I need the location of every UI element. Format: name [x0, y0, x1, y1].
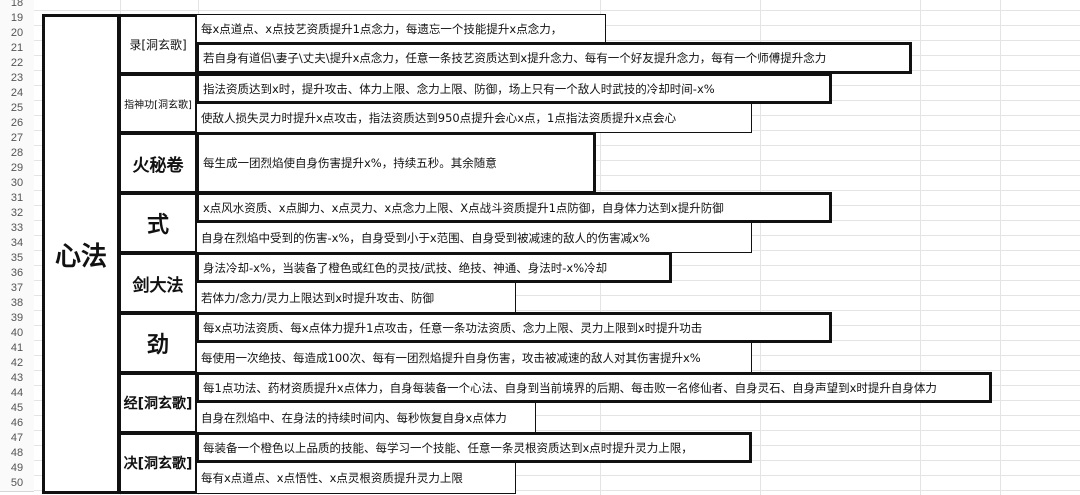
cell-text: 指法资质达到x时，提升攻击、体力上限、念力上限、防御，场上只有一个敌人时武技的冷… — [203, 81, 715, 96]
text-cell[interactable]: 身法冷却-x%，当装备了橙色或红色的灵技/武技、绝技、神通、身法时-x%冷却 — [196, 252, 672, 283]
text-cell[interactable]: 使敌人损失灵力时提升x点攻击，指法资质达到950点提升会心x点，1点指法资质提升… — [196, 103, 752, 133]
text-cell[interactable]: 每x点道点、x点技艺资质提升1点念力，每遗忘一个技能提升x点念力， — [196, 14, 606, 43]
row-number[interactable]: 27 — [0, 130, 34, 147]
text-cell[interactable]: 自身在烈焰中受到的伤害-x%，自身受到小于x范围、自身受到被减速的敌人的伤害减x… — [196, 222, 752, 253]
gridline — [760, 0, 761, 495]
cell-text: 每使用一次绝技、每造成100次、每有一团烈焰提升自身伤害，攻击被减速的敌人对其伤… — [201, 350, 701, 365]
text-cell[interactable]: 每生成一团烈焰使自身伤害提升x%，持续五秒。其余随意 — [196, 132, 596, 194]
cell-text: 自身在烈焰中受到的伤害-x%，自身受到小于x范围、自身受到被减速的敌人的伤害减x… — [201, 230, 650, 245]
cell-text: 自身在烈焰中、在身法的持续时间内、每秒恢复自身x点体力 — [201, 410, 507, 425]
group-label-cell[interactable]: 剑大法 — [118, 252, 198, 314]
group-label-cell[interactable]: 经[洞玄歌] — [118, 372, 198, 434]
cell-text: x点风水资质、x点脚力、x点灵力、x点念力上限、X点战斗资质提升1点防御，自身体… — [203, 200, 724, 215]
cell-text: 每1点功法、药材资质提升x点体力，自身每装备一个心法、自身到当前境界的后期、每击… — [203, 380, 937, 395]
cell-text: 每x点功法资质、每x点体力提升1点攻击，任意一条功法资质、念力上限、灵力上限到x… — [203, 320, 703, 335]
row-number[interactable]: 22 — [0, 55, 34, 72]
text-cell[interactable]: 每装备一个橙色以上品质的技能、每学习一个技能、任意一条灵根资质达到x点时提升灵力… — [196, 432, 752, 463]
group-label: 指神功[洞玄歌] — [124, 100, 192, 111]
group-label: 录[洞玄歌] — [129, 38, 187, 52]
gridline — [34, 490, 1080, 491]
gridline — [34, 475, 1080, 476]
gridline — [34, 310, 1080, 311]
cell-text: 若体力/念力/灵力上限达到x时提升攻击、防御 — [201, 290, 435, 305]
gridline — [34, 295, 1080, 296]
text-cell[interactable]: 每1点功法、药材资质提升x点体力，自身每装备一个心法、自身到当前境界的后期、每击… — [196, 372, 992, 403]
gridline — [34, 415, 1080, 416]
cell-text: 每有x点道点、x点悟性、x点灵根资质提升灵力上限 — [201, 471, 463, 485]
row-number[interactable]: 46 — [0, 415, 34, 432]
group-label-cell[interactable]: 决[洞玄歌] — [118, 432, 198, 494]
text-cell[interactable]: x点风水资质、x点脚力、x点灵力、x点念力上限、X点战斗资质提升1点防御，自身体… — [196, 192, 832, 223]
group-label-cell[interactable]: 式 — [118, 192, 198, 254]
gridline — [1000, 0, 1001, 495]
cell-text: 若自身有道侣\妻子\丈夫\提升x点念力，任意一条技艺资质达到x提升念力、每有一个… — [203, 51, 827, 65]
text-cell[interactable]: 自身在烈焰中、在身法的持续时间内、每秒恢复自身x点体力 — [196, 402, 536, 433]
group-label-cell[interactable]: 录[洞玄歌] — [118, 14, 198, 75]
group-label: 火秘卷 — [132, 155, 184, 176]
group-label: 劲 — [146, 333, 169, 358]
text-cell[interactable]: 若体力/念力/灵力上限达到x时提升攻击、防御 — [196, 282, 516, 313]
row-number[interactable]: 50 — [0, 475, 34, 492]
gridline — [34, 10, 1080, 11]
cell-text: 身法冷却-x%，当装备了橙色或红色的灵技/武技、绝技、神通、身法时-x%冷却 — [203, 260, 608, 275]
group-label: 经[洞玄歌] — [123, 396, 193, 412]
row-number[interactable]: 45 — [0, 400, 34, 417]
row-number[interactable]: 32 — [0, 205, 34, 222]
cell-text: 每装备一个橙色以上品质的技能、每学习一个技能、任意一条灵根资质达到x点时提升灵力… — [203, 440, 693, 455]
gridline — [920, 0, 921, 495]
main-category-cell[interactable]: 心法 — [42, 14, 120, 494]
cell-text: 使敌人损失灵力时提升x点攻击，指法资质达到950点提升会心x点，1点指法资质提升… — [201, 111, 677, 125]
main-category-label: 心法 — [54, 241, 107, 272]
group-label-cell[interactable]: 劲 — [118, 312, 198, 374]
row-number[interactable]: 23 — [0, 70, 34, 87]
group-label: 式 — [146, 213, 169, 238]
group-label: 剑大法 — [132, 275, 184, 296]
text-cell[interactable]: 每有x点道点、x点悟性、x点灵根资质提升灵力上限 — [196, 462, 516, 494]
group-label-cell[interactable]: 火秘卷 — [118, 132, 198, 194]
text-cell[interactable]: 每x点功法资质、每x点体力提升1点攻击，任意一条功法资质、念力上限、灵力上限到x… — [196, 312, 832, 343]
row-number[interactable]: 33 — [0, 220, 34, 237]
cell-text: 每x点道点、x点技艺资质提升1点念力，每遗忘一个技能提升x点念力， — [201, 21, 563, 36]
text-cell[interactable]: 指法资质达到x时，提升攻击、体力上限、念力上限、防御，场上只有一个敌人时武技的冷… — [196, 73, 832, 104]
text-cell[interactable]: 每使用一次绝技、每造成100次、每有一团烈焰提升自身伤害，攻击被减速的敌人对其伤… — [196, 342, 752, 373]
group-label-cell[interactable]: 指神功[洞玄歌] — [118, 73, 198, 134]
text-cell[interactable]: 若自身有道侣\妻子\丈夫\提升x点念力，任意一条技艺资质达到x提升念力、每有一个… — [196, 42, 912, 74]
cell-text: 每生成一团烈焰使自身伤害提升x%，持续五秒。其余随意 — [203, 156, 497, 170]
group-label: 决[洞玄歌] — [123, 456, 193, 472]
gridline — [34, 430, 1080, 431]
